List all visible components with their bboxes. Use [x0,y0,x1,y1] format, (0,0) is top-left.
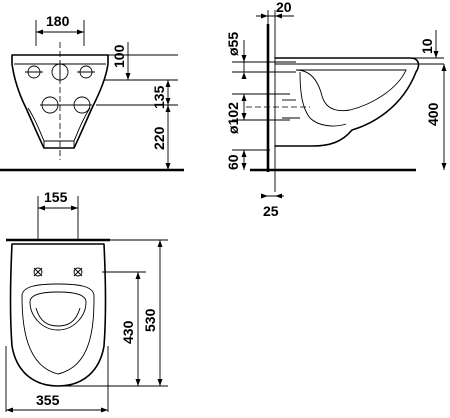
rim-height-dim-label: 10 [419,38,435,54]
front-vertical-dimensions: 100 135 220 [96,42,178,170]
outlet-height-dim-label: 60 [225,154,241,170]
floor-to-hole-dim-label: 220 [151,126,167,150]
front-fixing-holes [25,42,95,160]
bottom-offset-dim-label: 25 [263,203,279,219]
overall-width-dimension: 355 [5,346,109,413]
hole-height-dim-label: 100 [111,44,127,68]
inner-length-dim-label: 430 [120,320,136,344]
wall-offset-dimension: 20 [256,0,294,24]
top-view: 155 430 53 [5,189,168,413]
width-dimension: 180 [35,13,85,46]
hole-spacing-dim-label: 155 [44,189,68,205]
wall-offset-dim-label: 20 [276,0,292,15]
inlet-diameter-dim-label: ø55 [225,32,241,56]
overall-width-dim-label: 355 [36,392,60,408]
front-view: 180 10 [0,13,184,172]
top-bowl-outline [9,243,107,387]
outlet-diameter-dim-label: ø102 [225,102,241,134]
seat-height-dim-label: 400 [425,102,441,126]
top-length-dimensions: 430 530 [62,239,168,387]
side-height-dimensions: 10 400 [412,30,447,170]
width-dim-label: 180 [46,13,70,29]
side-diameter-dimensions: ø55 ø102 60 [225,32,310,170]
overall-length-dim-label: 530 [142,308,158,332]
side-bowl-outline [274,57,420,147]
hole-spacing-dim-label: 135 [151,85,167,109]
hole-spacing-dimension: 155 [37,189,79,240]
bottom-offset-dimension: 25 [261,193,284,219]
side-view: 20 ø55 ø102 [225,0,447,219]
